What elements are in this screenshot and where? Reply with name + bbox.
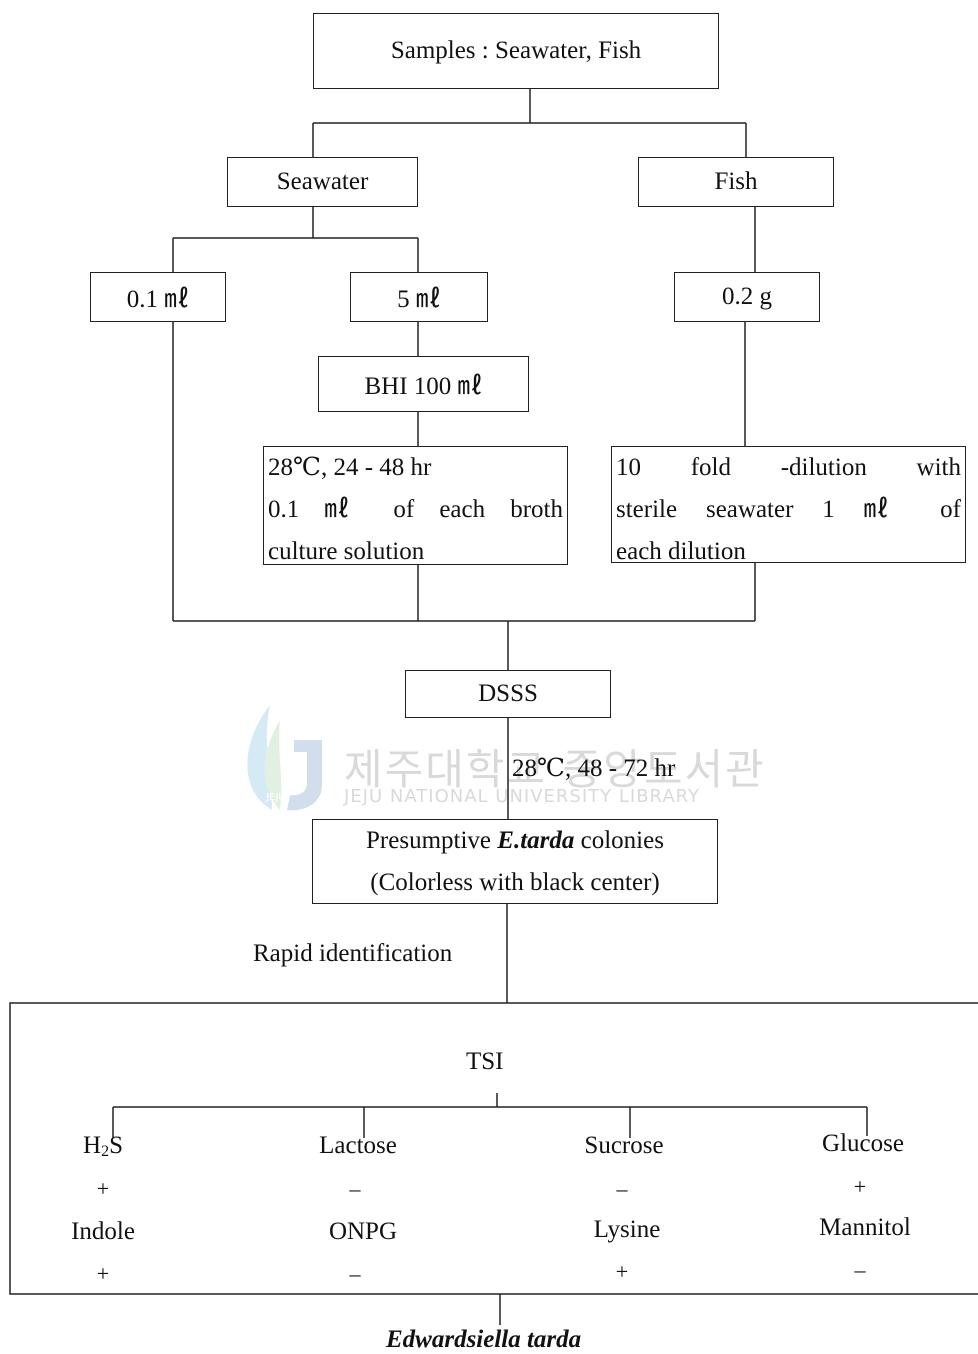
dilution-line-1: 10 fold -dilution with: [616, 454, 961, 481]
colonies-species: E.tarda: [497, 826, 575, 854]
watermark-korean: 제주대학교 중앙도서관: [344, 745, 766, 794]
fish-amount-label: 0.2 g: [722, 283, 772, 310]
test-secondary: Indole: [71, 1218, 135, 1245]
direct-volume-box: 0.1 ㎖: [90, 272, 226, 322]
colonies-box: Presumptive E.tarda colonies (Colorless …: [312, 819, 718, 904]
test-secondary-result: –: [854, 1257, 866, 1282]
dilution-box: 10 fold -dilution with sterile seawater …: [611, 446, 966, 565]
direct-volume-label: 0.1 ㎖: [126, 286, 190, 313]
enrich-volume-box: 5 ㎖: [350, 272, 488, 322]
test-secondary: Mannitol: [819, 1214, 911, 1241]
samples-label: Samples : Seawater, Fish: [390, 37, 642, 64]
test-result: +: [853, 1174, 867, 1199]
seawater-box: Seawater: [227, 157, 418, 207]
fish-label: Fish: [714, 168, 758, 195]
broth-line-1: 28℃, 24 - 48 hr: [268, 454, 432, 481]
test-secondary: Lysine: [593, 1216, 661, 1243]
samples-box: Samples : Seawater, Fish: [313, 13, 719, 89]
dilution-line-2: sterile seawater 1 ㎖ of: [616, 496, 961, 523]
test-secondary: ONPG: [328, 1218, 398, 1245]
rapid-identification-label: Rapid identification: [253, 940, 453, 967]
test-result: –: [616, 1176, 628, 1201]
plate-incubation-label: 28℃, 48 - 72 hr: [512, 755, 676, 782]
test-glucose: Glucose: [822, 1130, 904, 1157]
test-h2s: H2S: [83, 1132, 123, 1160]
broth-line-2: 0.1 ㎖ of each broth: [268, 496, 563, 523]
test-secondary-result: –: [349, 1261, 361, 1286]
dsss-box: DSSS: [405, 670, 611, 718]
test-result: –: [349, 1176, 361, 1201]
test-secondary-result: +: [96, 1261, 110, 1286]
watermark-english: JEJU NATIONAL UNIVERSITY LIBRARY: [344, 786, 700, 807]
seawater-label: Seawater: [276, 168, 369, 195]
enrich-volume-label: 5 ㎖: [397, 286, 441, 313]
fish-box: Fish: [638, 157, 834, 207]
tsi-label: TSI: [466, 1048, 504, 1075]
broth-incubation-box: 28℃, 24 - 48 hr 0.1 ㎖ of each broth cult…: [263, 446, 568, 565]
fish-amount-box: 0.2 g: [674, 272, 820, 322]
colonies-line-1: Presumptive E.tarda colonies: [366, 826, 664, 854]
test-secondary-result: +: [615, 1259, 629, 1284]
bhi-box: BHI 100 ㎖: [318, 356, 529, 412]
test-lactose: Lactose: [319, 1132, 397, 1159]
dilution-line-3: each dilution: [616, 538, 746, 565]
test-result: +: [96, 1176, 110, 1201]
bhi-label: BHI 100 ㎖: [364, 373, 483, 400]
broth-line-3: culture solution: [268, 538, 425, 565]
final-species-label: Edwardsiella tarda: [386, 1326, 582, 1353]
colonies-line-2: (Colorless with black center): [370, 868, 660, 896]
test-sucrose: Sucrose: [584, 1132, 664, 1159]
dsss-label: DSSS: [478, 680, 538, 707]
